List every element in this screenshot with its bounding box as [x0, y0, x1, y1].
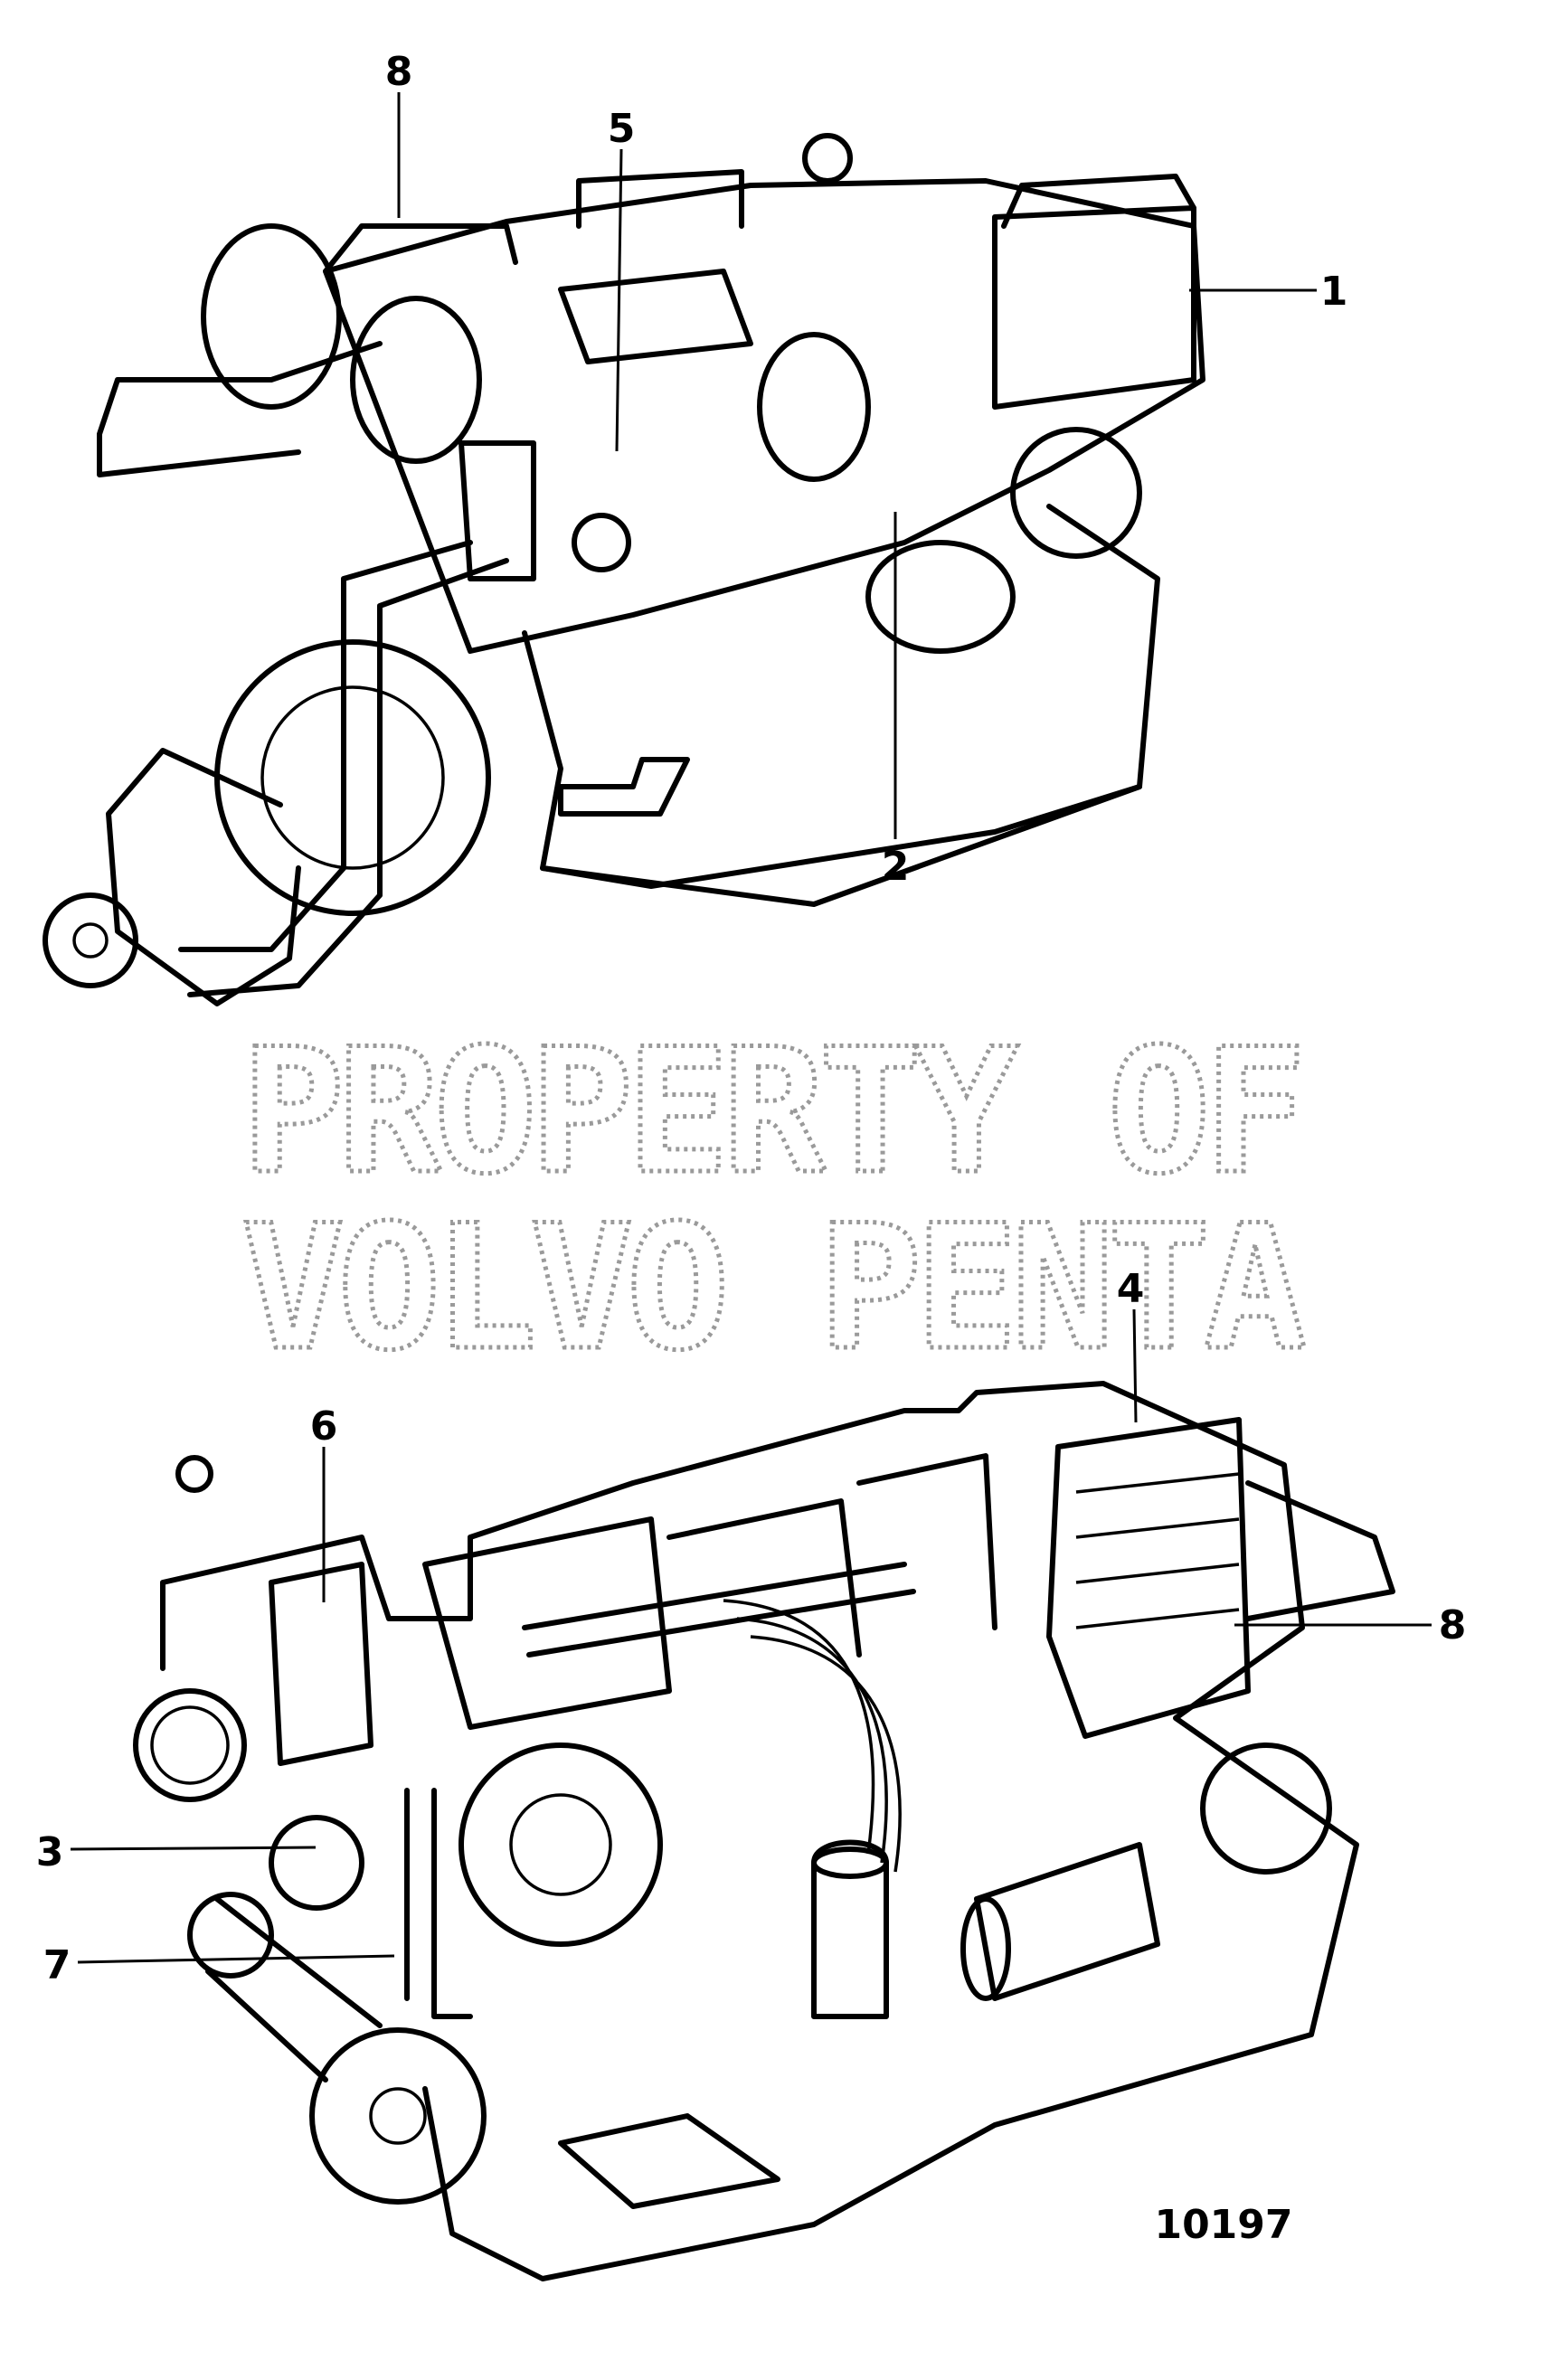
figure-number: 10197	[1154, 2202, 1292, 2248]
bottom-engine-drawing	[133, 1381, 1395, 2281]
callout-bottom-6: 6	[310, 1403, 338, 1450]
callout-bottom-3: 3	[36, 1829, 64, 1875]
top-engine-drawing	[43, 133, 1205, 1006]
leader-line-bottom-7	[77, 1954, 395, 1964]
leader-line-bottom-3	[70, 1846, 317, 1851]
callout-bottom-4: 4	[1117, 1266, 1145, 1312]
watermark-line2: VOLVO PENTA	[241, 1188, 1305, 1388]
callout-top-8: 8	[385, 49, 413, 95]
watermark-line1: PROPERTY OF	[241, 1012, 1300, 1212]
callout-bottom-8: 8	[1439, 1602, 1467, 1648]
callout-top-1: 1	[1320, 269, 1348, 315]
callout-top-5: 5	[608, 106, 636, 152]
leader-line-top-5	[615, 148, 623, 452]
callout-bottom-7: 7	[43, 1942, 71, 1988]
callout-top-2: 2	[882, 844, 910, 890]
leader-line-bottom-4	[1132, 1308, 1138, 1423]
